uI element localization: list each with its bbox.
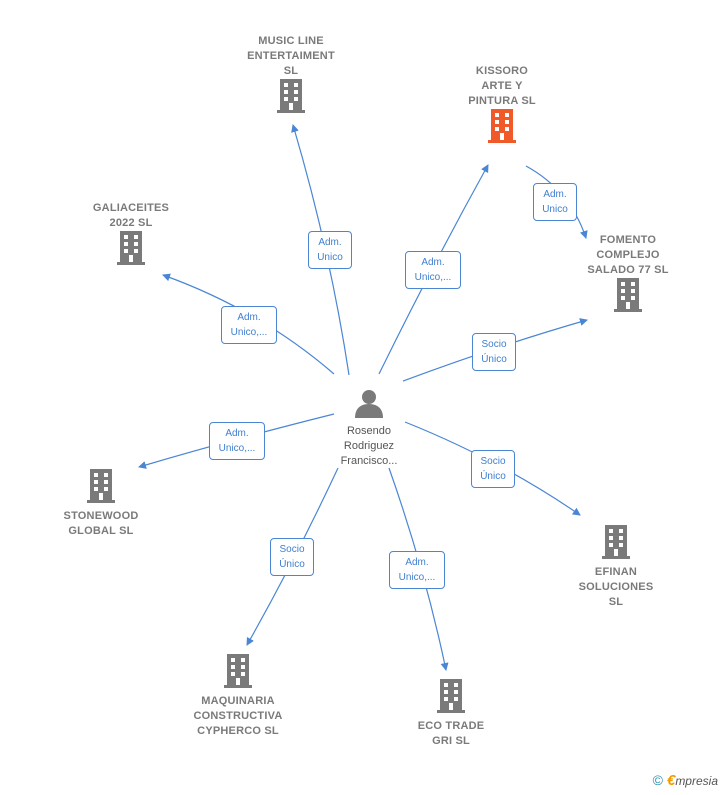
company-node-maquinaria[interactable]: MAQUINARIA CONSTRUCTIVA CYPHERCO SL	[173, 654, 303, 739]
company-label: EFINAN SOLUCIONES SL	[578, 566, 654, 608]
company-node-efinan[interactable]: EFINAN SOLUCIONES SL	[551, 525, 681, 610]
edge-label-fomento[interactable]: Socio Único	[472, 333, 516, 371]
building-icon	[117, 231, 145, 265]
building-icon	[614, 278, 642, 312]
person-label: Rosendo Rodriguez Francisco...	[340, 425, 398, 467]
copyright-symbol: ©	[652, 772, 663, 788]
building-icon	[224, 654, 252, 688]
empresia-logo-text: mpresia	[675, 774, 718, 788]
edge-label-kissoro-fomento[interactable]: Adm. Unico	[533, 183, 577, 221]
company-node-kissoro[interactable]: KISSORO ARTE Y PINTURA SL	[437, 64, 567, 143]
person-icon	[355, 390, 383, 418]
company-label: ECO TRADE GRI SL	[417, 720, 485, 747]
footer-brand: ©€mpresia	[653, 772, 718, 789]
building-icon	[602, 525, 630, 559]
building-icon	[437, 679, 465, 713]
company-label: GALIACEITES 2022 SL	[92, 202, 170, 229]
edge-label-stonewood[interactable]: Adm. Unico,...	[209, 422, 265, 460]
building-icon	[277, 79, 305, 113]
company-node-stonewood[interactable]: STONEWOOD GLOBAL SL	[36, 469, 166, 539]
company-node-galiaceites[interactable]: GALIACEITES 2022 SL	[66, 201, 196, 265]
edge-label-maquinaria[interactable]: Socio Único	[270, 538, 314, 576]
building-icon	[87, 469, 115, 503]
company-label: MAQUINARIA CONSTRUCTIVA CYPHERCO SL	[193, 695, 283, 737]
company-node-music[interactable]: MUSIC LINE ENTERTAIMENT SL	[226, 34, 356, 113]
company-label: KISSORO ARTE Y PINTURA SL	[468, 65, 536, 107]
person-node-center[interactable]: Rosendo Rodriguez Francisco...	[314, 388, 424, 469]
edge-label-efinan[interactable]: Socio Único	[471, 450, 515, 488]
company-node-fomento[interactable]: FOMENTO COMPLEJO SALADO 77 SL	[563, 233, 693, 312]
empresia-logo-mark: €	[666, 772, 676, 789]
edge-label-kissoro[interactable]: Adm. Unico,...	[405, 251, 461, 289]
edge-label-music[interactable]: Adm. Unico	[308, 231, 352, 269]
edge-label-galiaceites[interactable]: Adm. Unico,...	[221, 306, 277, 344]
company-label: STONEWOOD GLOBAL SL	[63, 510, 139, 537]
company-label: FOMENTO COMPLEJO SALADO 77 SL	[587, 234, 669, 276]
building-icon	[488, 109, 516, 143]
company-node-ecotrade[interactable]: ECO TRADE GRI SL	[386, 679, 516, 749]
edge-label-ecotrade[interactable]: Adm. Unico,...	[389, 551, 445, 589]
company-label: MUSIC LINE ENTERTAIMENT SL	[247, 35, 335, 77]
